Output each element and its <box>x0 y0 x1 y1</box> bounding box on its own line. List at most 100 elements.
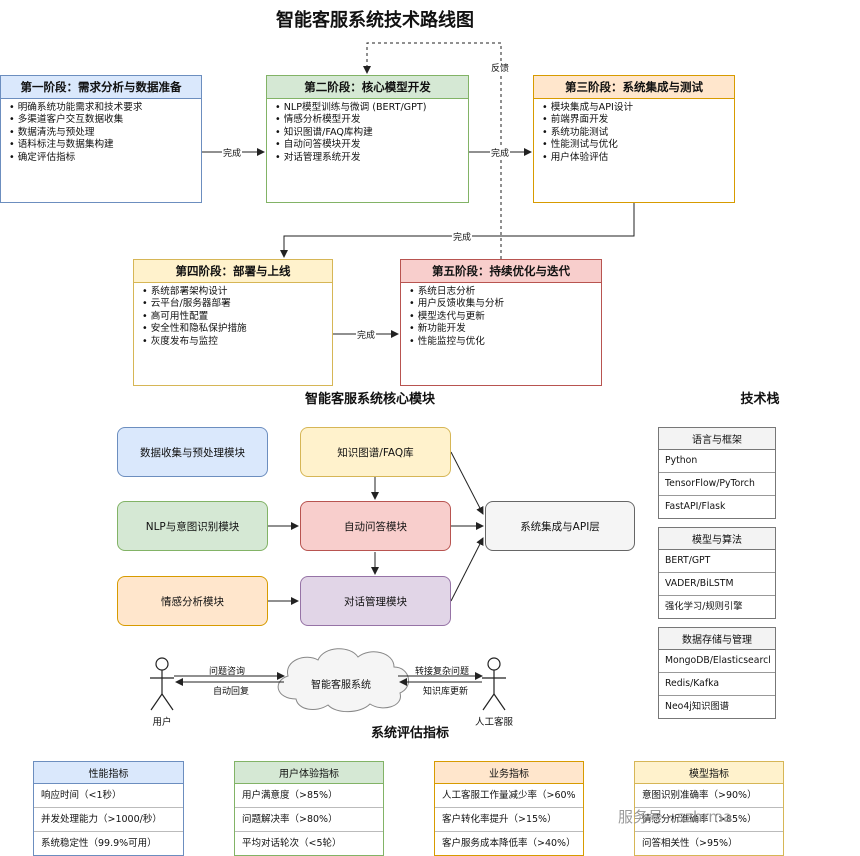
stage-3-box: 第三阶段：系统集成与测试 模块集成与API设计 前端界面开发 系统功能测试 性能… <box>533 75 735 203</box>
list-item: 系统功能测试 <box>542 127 728 139</box>
label-transfer: 转接复杂问题 <box>415 667 470 677</box>
tech-item: Neo4j知识图谱 <box>665 701 730 712</box>
metric-box-title: 性能指标 <box>34 762 183 784</box>
list-item: 模型迭代与更新 <box>409 311 595 323</box>
list-item: 对话管理系统开发 <box>275 152 462 164</box>
stage-5-list: 系统日志分析 用户反馈收集与分析 模型迭代与更新 新功能开发 性能监控与优化 <box>401 283 601 348</box>
metric-item: 用户满意度（>85%） <box>235 784 383 808</box>
list-item: 安全性和隐私保护措施 <box>142 323 326 335</box>
arrow-kg-api <box>450 451 484 515</box>
list-item: NLP模型训练与微调 (BERT/GPT) <box>275 102 462 114</box>
metric-item: 情感分析准确率（>85%） <box>635 808 783 832</box>
metric-item: 客户转化率提升（>15%） <box>435 808 583 832</box>
tech-item: Python <box>659 450 775 473</box>
metric-box-model: 模型指标 意图识别准确率（>90%） 情感分析准确率（>85%） 问答相关性（>… <box>634 761 784 856</box>
module-data-collection: 数据收集与预处理模块 <box>117 427 268 477</box>
metric-box-title: 模型指标 <box>635 762 783 784</box>
list-item: 用户体验评估 <box>542 152 728 164</box>
user-label: 用户 <box>152 717 172 728</box>
user-actor-icon <box>150 657 174 711</box>
tech-item: TensorFlow/PyTorch <box>659 473 775 496</box>
list-item: 新功能开发 <box>409 323 595 335</box>
stage-1-list: 明确系统功能需求和技术要求 多渠道客户交互数据收集 数据清洗与预处理 语料标注与… <box>1 99 201 164</box>
tech-box-title: 模型与算法 <box>659 528 775 550</box>
metric-item: 问题解决率（>80%） <box>235 808 383 832</box>
list-item: 多渠道客户交互数据收集 <box>9 114 195 126</box>
cloud-label: 智能客服系统 <box>311 680 371 691</box>
tech-box-storage: 数据存储与管理 MongoDB/Elasticsearcl Redis/Kafk… <box>658 627 776 719</box>
stage-5-title: 第五阶段：持续优化与迭代 <box>401 260 601 283</box>
stage-3-list: 模块集成与API设计 前端界面开发 系统功能测试 性能测试与优化 用户体验评估 <box>534 99 734 164</box>
list-item: 模块集成与API设计 <box>542 102 728 114</box>
module-knowledge-graph: 知识图谱/FAQ库 <box>300 427 451 477</box>
metric-box-title: 业务指标 <box>435 762 583 784</box>
metric-box-ux: 用户体验指标 用户满意度（>85%） 问题解决率（>80%） 平均对话轮次（<5… <box>234 761 384 856</box>
stage-4-list: 系统部署架构设计 云平台/服务器部署 高可用性配置 安全性和隐私保护措施 灰度发… <box>134 283 332 348</box>
metric-item: 平均对话轮次（<5轮） <box>242 838 342 849</box>
list-item: 明确系统功能需求和技术要求 <box>9 102 195 114</box>
label-update: 知识库更新 <box>423 687 469 697</box>
metric-item: 并发处理能力（>1000/秒） <box>34 808 183 832</box>
arrow-dialog-api <box>450 537 484 602</box>
page-title: 智能客服系统技术路线图 <box>276 10 474 31</box>
list-item: 数据清洗与预处理 <box>9 127 195 139</box>
stage-2-box: 第二阶段：核心模型开发 NLP模型训练与微调 (BERT/GPT) 情感分析模型… <box>266 75 469 203</box>
list-item: 灰度发布与监控 <box>142 336 326 348</box>
flow-label-done-3: 完成 <box>452 230 473 243</box>
cloud-shape <box>277 648 409 713</box>
list-item: 确定评估指标 <box>9 152 195 164</box>
module-auto-qa: 自动问答模块 <box>300 501 451 551</box>
metric-box-title: 用户体验指标 <box>235 762 383 784</box>
module-nlp-intent: NLP与意图识别模块 <box>117 501 268 551</box>
module-api-layer: 系统集成与API层 <box>485 501 635 551</box>
list-item: 用户反馈收集与分析 <box>409 298 595 310</box>
tech-item: VADER/BiLSTM <box>659 573 775 596</box>
list-item: 高可用性配置 <box>142 311 326 323</box>
list-item: 自动问答模块开发 <box>275 139 462 151</box>
list-item: 性能监控与优化 <box>409 336 595 348</box>
stage-1-title: 第一阶段：需求分析与数据准备 <box>1 76 201 99</box>
list-item: 性能测试与优化 <box>542 139 728 151</box>
list-item: 系统日志分析 <box>409 286 595 298</box>
tech-item: 强化学习/规则引擎 <box>665 601 743 612</box>
modules-title: 智能客服系统核心模块 <box>304 392 435 407</box>
tech-box-models: 模型与算法 BERT/GPT VADER/BiLSTM 强化学习/规则引擎 <box>658 527 776 619</box>
module-sentiment: 情感分析模块 <box>117 576 268 626</box>
list-item: 情感分析模型开发 <box>275 114 462 126</box>
stage-5-box: 第五阶段：持续优化与迭代 系统日志分析 用户反馈收集与分析 模型迭代与更新 新功… <box>400 259 602 386</box>
metric-item: 响应时间（<1秒） <box>34 784 183 808</box>
label-ask: 问题咨询 <box>209 667 246 677</box>
watermark: 服务号 · szhrma <box>618 808 733 826</box>
label-reply: 自动回复 <box>213 687 250 697</box>
stage-4-box: 第四阶段：部署与上线 系统部署架构设计 云平台/服务器部署 高可用性配置 安全性… <box>133 259 333 386</box>
metric-box-business: 业务指标 人工客服工作量减少率（>60% 客户转化率提升（>15%） 客户服务成… <box>434 761 584 856</box>
metric-item: 人工客服工作量减少率（>60% <box>435 784 583 808</box>
tech-box-title: 语言与框架 <box>659 428 775 450</box>
flow-label-done-2: 完成 <box>490 146 511 159</box>
agent-actor-icon <box>482 657 506 711</box>
list-item: 知识图谱/FAQ库构建 <box>275 127 462 139</box>
metrics-title: 系统评估指标 <box>370 726 449 741</box>
list-item: 语料标注与数据集构建 <box>9 139 195 151</box>
stage-2-list: NLP模型训练与微调 (BERT/GPT) 情感分析模型开发 知识图谱/FAQ库… <box>267 99 468 164</box>
tech-item: Redis/Kafka <box>659 673 775 696</box>
agent-label: 人工客服 <box>474 717 513 728</box>
metric-item: 问答相关性（>95%） <box>642 838 738 849</box>
tech-item: FastAPI/Flask <box>665 501 726 512</box>
stage-1-box: 第一阶段：需求分析与数据准备 明确系统功能需求和技术要求 多渠道客户交互数据收集… <box>0 75 202 203</box>
module-dialog-management: 对话管理模块 <box>300 576 451 626</box>
list-item: 系统部署架构设计 <box>142 286 326 298</box>
stage-3-title: 第三阶段：系统集成与测试 <box>534 76 734 99</box>
metric-box-performance: 性能指标 响应时间（<1秒） 并发处理能力（>1000/秒） 系统稳定性（99.… <box>33 761 184 856</box>
stage-2-title: 第二阶段：核心模型开发 <box>267 76 468 99</box>
metric-item: 意图识别准确率（>90%） <box>635 784 783 808</box>
flow-label-done-1: 完成 <box>222 146 243 159</box>
tech-item: BERT/GPT <box>659 550 775 573</box>
metric-item: 客户服务成本降低率（>40%） <box>442 838 576 849</box>
tech-box-title: 数据存储与管理 <box>659 628 775 650</box>
tech-item: MongoDB/Elasticsearcl <box>659 650 775 673</box>
stage-4-title: 第四阶段：部署与上线 <box>134 260 332 283</box>
tech-box-frameworks: 语言与框架 Python TensorFlow/PyTorch FastAPI/… <box>658 427 776 519</box>
flow-label-done-4: 完成 <box>356 328 377 341</box>
